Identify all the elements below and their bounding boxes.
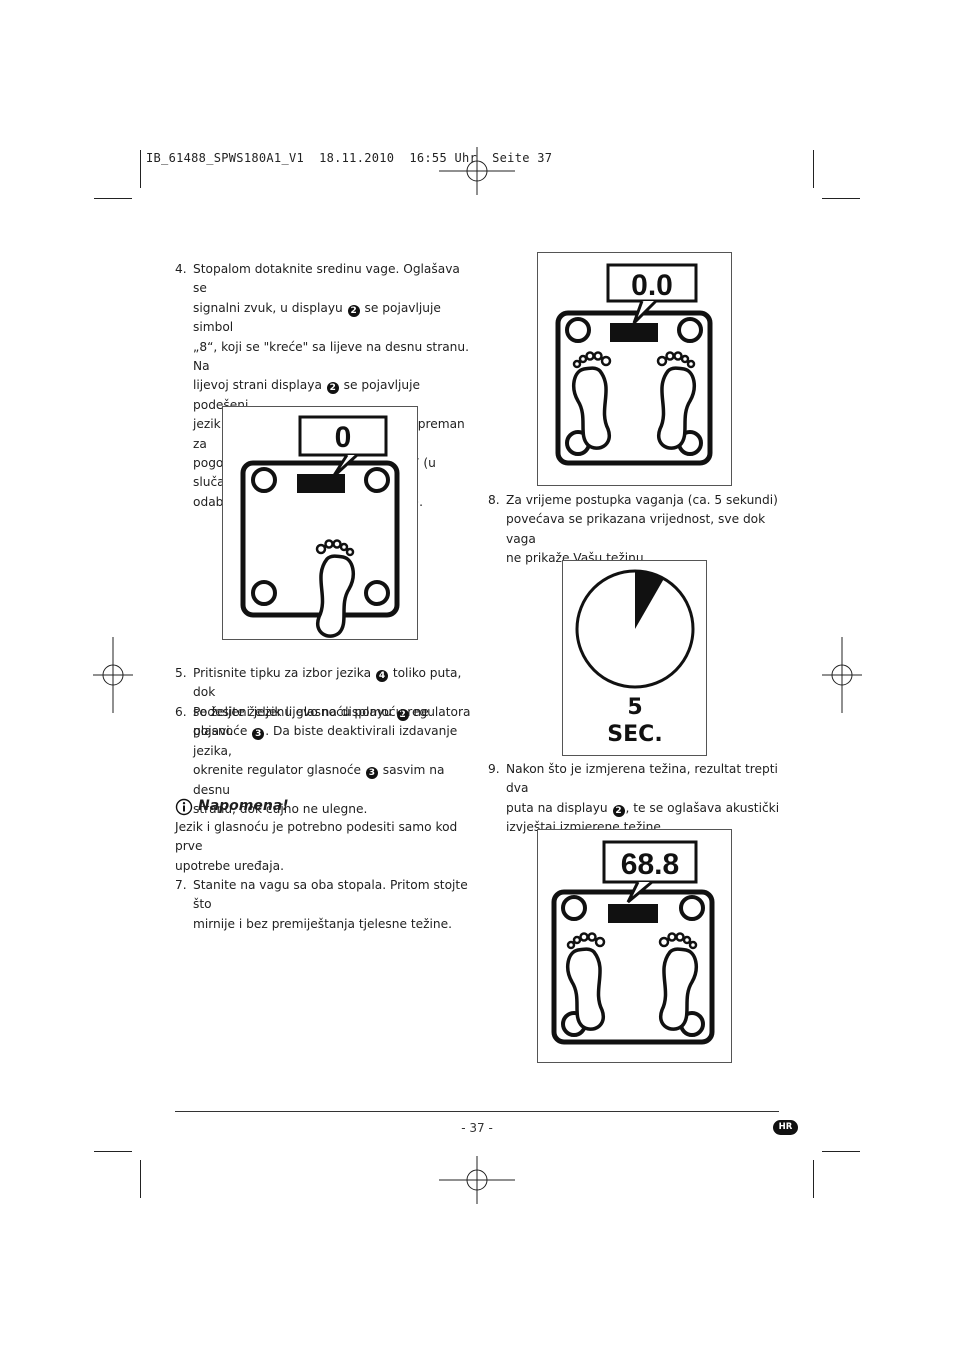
step-5: 5. Pritisnite tipku za izbor jezika 4 to… (175, 666, 462, 739)
left-foot-icon (572, 351, 612, 450)
right-foot-icon (658, 932, 698, 1031)
right-foot-icon (656, 351, 696, 450)
registration-mark-right-icon (822, 637, 862, 713)
figure-timer-5-seconds: 5 SEC. (562, 560, 707, 756)
timer-value: 5 (627, 695, 642, 720)
display-readout: 0 (335, 421, 352, 454)
display-readout: 68.8 (621, 848, 679, 881)
step-number: 5. (175, 666, 187, 680)
registration-mark-top-icon (439, 147, 515, 195)
crop-mark-top-left-h (94, 198, 132, 199)
figure-scale-two-feet-result: 68.8 (537, 829, 732, 1063)
crop-mark-bottom-left-h (94, 1151, 132, 1152)
display-readout: 0.0 (631, 269, 673, 302)
step-number: 4. (175, 262, 187, 276)
marker-volume-control: 3 (365, 767, 378, 780)
step-6: 6. Podesite željenu glasnoću pomoću regu… (175, 705, 471, 817)
figure-scale-two-feet-zero: 0.0 (537, 252, 732, 486)
marker-display: 2 (347, 304, 360, 317)
crop-mark-top-right-v (813, 150, 814, 188)
info-icon (175, 798, 193, 816)
step-9: 9. Nakon što je izmjerena težina, rezult… (488, 762, 780, 835)
crop-mark-top-right-h (822, 198, 860, 199)
registration-mark-bottom-icon (439, 1156, 515, 1204)
print-header: IB_61488_SPWS180A1_V1 18.11.2010 16:55 U… (146, 151, 553, 165)
marker-display: 2 (612, 804, 625, 817)
footer-rule (175, 1111, 779, 1112)
page-number: - 37 - (461, 1121, 493, 1135)
step-number: 8. (488, 493, 500, 507)
timer-elapsed-wedge (635, 572, 664, 629)
marker-language-button: 4 (375, 670, 388, 682)
note-body: Jezik i glasnoću je potrebno podesiti sa… (175, 820, 458, 873)
left-foot-icon (566, 932, 606, 1031)
step-8: 8. Za vrijeme postupka vaganja (ca. 5 se… (488, 493, 778, 566)
registration-mark-left-icon (93, 637, 133, 713)
crop-mark-bottom-left-v (140, 1160, 141, 1198)
figure-scale-one-foot: 0 (222, 406, 418, 640)
foot-icon (315, 539, 355, 638)
crop-mark-bottom-right-v (813, 1160, 814, 1198)
note-title: Napomena! (198, 798, 289, 814)
step-number: 7. (175, 878, 187, 892)
crop-mark-bottom-right-h (822, 1151, 860, 1152)
marker-display: 2 (326, 382, 339, 395)
step-7: 7. Stanite na vagu sa oba stopala. Prito… (175, 878, 468, 931)
step-number: 9. (488, 762, 500, 776)
timer-unit: SEC. (607, 722, 662, 747)
step-number: 6. (175, 705, 187, 719)
marker-volume-control: 3 (252, 728, 265, 741)
crop-mark-top-left-v (140, 150, 141, 188)
language-badge: HR (773, 1120, 798, 1135)
marker-display: 2 (396, 708, 409, 721)
